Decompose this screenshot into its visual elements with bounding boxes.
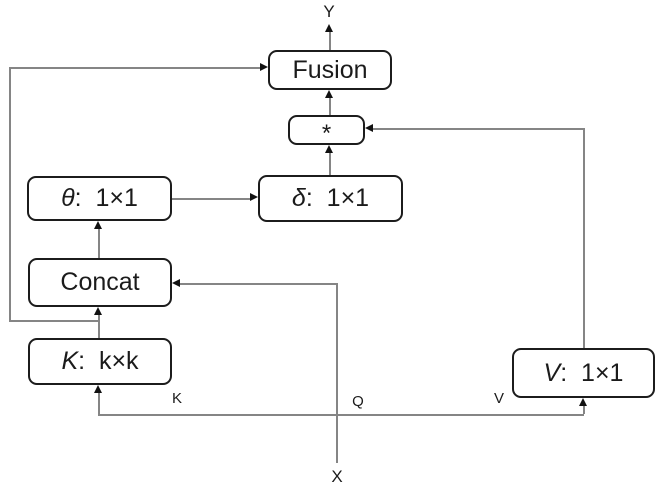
label-branch-v: V: [493, 390, 504, 407]
arrowhead-concat-bottom: [94, 307, 102, 315]
node-theta-symbol: θ: [61, 184, 75, 212]
edge-shortcut-top: [9, 67, 260, 69]
arrowhead-to-y: [325, 24, 333, 32]
edge-fusion-to-y: [329, 31, 331, 50]
node-delta: δ: 1×1: [258, 175, 403, 222]
edge-x-to-k: [98, 392, 100, 414]
node-theta-dims: : 1×1: [74, 184, 138, 212]
node-star-label: *: [321, 120, 332, 147]
node-k-conv: K: k×k: [28, 338, 172, 385]
edge-shortcut-bottom: [9, 320, 100, 322]
edge-q-to-concat: [180, 283, 337, 285]
arrowhead-fusion-left: [260, 63, 268, 71]
arrowhead-star-bottom: [325, 145, 333, 153]
arrowhead-k-bottom: [94, 385, 102, 393]
edge-concat-to-theta: [98, 228, 100, 258]
edge-v-to-star-vert: [583, 128, 585, 348]
edge-v-to-star-horiz: [373, 128, 584, 130]
edge-theta-to-delta: [172, 198, 250, 200]
node-k-symbol: K: [61, 347, 79, 375]
node-v-dims: : 1×1: [560, 358, 624, 387]
node-fusion-label: Fusion: [292, 55, 368, 84]
node-concat-label: Concat: [60, 268, 140, 296]
arrowhead-fusion-bottom: [325, 90, 333, 98]
arrowhead-v-bottom: [579, 398, 587, 406]
edge-q-vertical: [336, 283, 338, 463]
node-delta-dims: : 1×1: [305, 184, 370, 212]
label-branch-q: Q: [352, 393, 364, 410]
arrowhead-concat-right: [172, 279, 180, 287]
edge-x-to-v: [583, 405, 585, 414]
edge-shortcut-left: [9, 67, 11, 321]
label-input-x: X: [331, 467, 343, 486]
node-v-symbol: V: [543, 358, 561, 387]
edge-x-bus: [98, 414, 584, 416]
node-concat: Concat: [28, 258, 172, 307]
arrowhead-theta-bottom: [94, 221, 102, 229]
arrowhead-delta-left: [250, 193, 258, 201]
node-theta: θ: 1×1: [27, 176, 172, 221]
node-fusion: Fusion: [268, 50, 392, 90]
arrowhead-star-right: [365, 124, 373, 132]
node-delta-symbol: δ: [291, 184, 306, 212]
node-k-dims: : k×k: [78, 347, 139, 375]
node-star: *: [288, 115, 365, 147]
edge-delta-to-star: [329, 152, 331, 175]
label-output-y: Y: [323, 2, 335, 21]
label-branch-k: K: [171, 390, 182, 407]
edge-k-to-concat: [98, 314, 100, 338]
node-v-conv: V: 1×1: [512, 348, 655, 398]
edge-star-to-fusion: [329, 97, 331, 115]
